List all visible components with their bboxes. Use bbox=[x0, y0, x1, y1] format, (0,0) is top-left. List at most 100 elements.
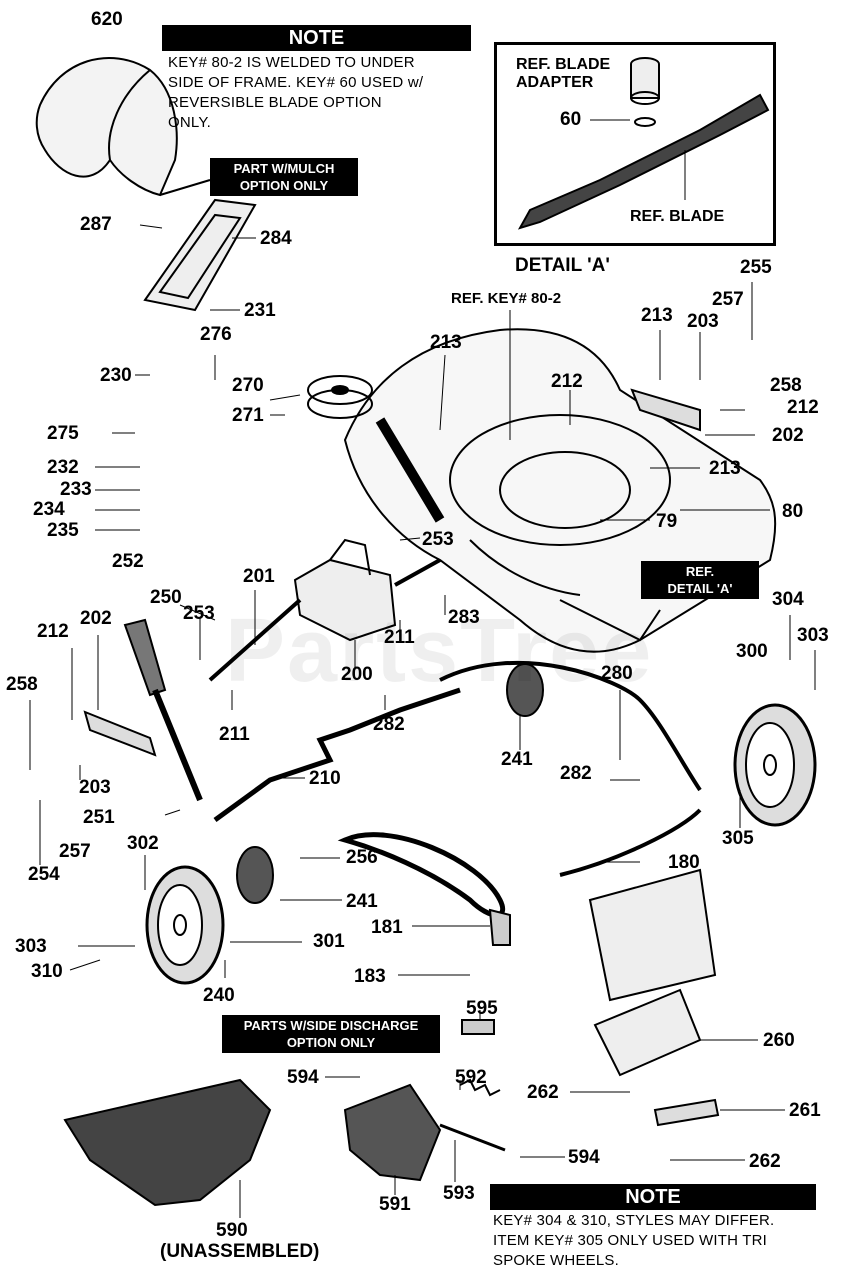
part-label-275: 275 bbox=[47, 423, 79, 444]
part-label-251: 251 bbox=[83, 807, 115, 828]
mulch-plug-drawing bbox=[35, 56, 211, 197]
part-label-270: 270 bbox=[232, 375, 264, 396]
detail-a-box bbox=[494, 42, 776, 246]
part-label-594b: 594 bbox=[568, 1147, 600, 1168]
part-label-231: 231 bbox=[244, 300, 276, 321]
part-label-235: 235 bbox=[47, 520, 79, 541]
right-bracket-drawing bbox=[630, 388, 701, 432]
part-label-260: 260 bbox=[763, 1030, 795, 1051]
part-label-254: 254 bbox=[28, 864, 60, 885]
part-label-262b: 262 bbox=[749, 1151, 781, 1172]
part-label-211a: 211 bbox=[384, 627, 415, 648]
part-label-310: 310 bbox=[31, 961, 63, 982]
chute-door-drawing bbox=[593, 988, 702, 1077]
note-top-body: KEY# 80-2 IS WELDED TO UNDER SIDE OF FRA… bbox=[168, 53, 468, 133]
part-label-213b: 213 bbox=[641, 305, 673, 326]
part-label-212c: 212 bbox=[37, 621, 69, 642]
part-label-241a: 241 bbox=[501, 749, 533, 770]
drive-cable-drawing bbox=[559, 808, 702, 877]
part-label-241b: 241 bbox=[346, 891, 378, 912]
part-label-282a: 282 bbox=[373, 714, 405, 735]
part-label-591: 591 bbox=[379, 1194, 411, 1215]
drive-axle-drawing bbox=[213, 687, 461, 823]
part-label-261: 261 bbox=[789, 1100, 821, 1121]
part-label-183: 183 bbox=[354, 966, 386, 987]
bracket-181-drawing bbox=[488, 908, 511, 946]
ref-key-label: REF. KEY# 80-2 bbox=[451, 290, 562, 307]
note-top-line: ONLY. bbox=[168, 114, 211, 131]
part-label-280: 280 bbox=[601, 663, 633, 684]
part-595-drawing bbox=[461, 1019, 495, 1035]
part-label-303b: 303 bbox=[15, 936, 47, 957]
part-label-256: 256 bbox=[346, 847, 378, 868]
detail-a-title: DETAIL 'A' bbox=[515, 255, 610, 276]
ref-detail-callout-line: REF. bbox=[685, 564, 715, 579]
leader-lines bbox=[29, 224, 816, 1218]
note-bottom-heading: NOTE bbox=[490, 1184, 816, 1210]
side-discharge-chute-drawing bbox=[63, 1078, 272, 1207]
part-label-80: 80 bbox=[782, 501, 804, 522]
part-label-212a: 212 bbox=[551, 371, 583, 392]
ref-detail-callout: REF. DETAIL 'A' bbox=[641, 561, 759, 599]
pulley-drawing bbox=[307, 375, 373, 419]
part-label-202b: 202 bbox=[80, 608, 112, 629]
part-label-234: 234 bbox=[33, 499, 65, 520]
part-label-258a: 258 bbox=[770, 375, 802, 396]
part-label-590-sub: (UNASSEMBLED) bbox=[160, 1241, 320, 1262]
part-label-201: 201 bbox=[243, 566, 275, 587]
part-label-594a: 594 bbox=[287, 1067, 319, 1088]
part-label-203a: 203 bbox=[687, 311, 719, 332]
detail-a-drawing bbox=[517, 57, 770, 230]
part-label-79: 79 bbox=[656, 511, 678, 532]
hubcap-right-drawing bbox=[506, 663, 544, 717]
side-discharge-callout: PARTS W/SIDE DISCHARGE OPTION ONLY bbox=[222, 1015, 440, 1053]
note-bottom-body: KEY# 304 & 310, STYLES MAY DIFFER. ITEM … bbox=[493, 1211, 838, 1271]
hubcap-left-drawing bbox=[236, 846, 274, 904]
part-label-255: 255 bbox=[740, 257, 772, 278]
part-label-213c: 213 bbox=[709, 458, 741, 479]
note-top-heading: NOTE bbox=[162, 25, 471, 51]
spring-drawing bbox=[459, 1078, 501, 1097]
front-wheel-drawing bbox=[145, 865, 225, 985]
part-label-202a: 202 bbox=[772, 425, 804, 446]
part-label-211b: 211 bbox=[219, 724, 250, 745]
part-label-253a: 253 bbox=[422, 529, 454, 550]
part-label-302: 302 bbox=[127, 833, 159, 854]
part-label-210: 210 bbox=[309, 768, 341, 789]
part-label-230: 230 bbox=[100, 365, 132, 386]
mulch-door-drawing bbox=[143, 198, 257, 312]
part-label-593: 593 bbox=[443, 1183, 475, 1204]
left-bracket-drawing bbox=[83, 710, 157, 757]
note-top-line: REVERSIBLE BLADE OPTION bbox=[168, 94, 382, 111]
part-label-252: 252 bbox=[112, 551, 144, 572]
control-cable-drawing bbox=[439, 660, 702, 792]
note-bottom-line: SPOKE WHEELS. bbox=[493, 1252, 619, 1269]
watermark: PartsTree bbox=[225, 601, 654, 701]
part-label-253b: 253 bbox=[183, 603, 215, 624]
note-bottom-line: KEY# 304 & 310, STYLES MAY DIFFER. bbox=[493, 1212, 775, 1229]
part-label-301: 301 bbox=[313, 931, 345, 952]
part-label-287: 287 bbox=[80, 214, 112, 235]
detail-blade-adapter-line: ADAPTER bbox=[516, 74, 594, 91]
detail-blade-label: REF. BLADE bbox=[630, 208, 725, 225]
detail-blade-adapter-line: REF. BLADE bbox=[516, 56, 611, 73]
discharge-door-drawing bbox=[343, 1083, 442, 1182]
part-label-213a: 213 bbox=[430, 332, 462, 353]
part-label-271: 271 bbox=[232, 405, 264, 426]
part-label-212b: 212 bbox=[787, 397, 819, 418]
part-label-305: 305 bbox=[722, 828, 754, 849]
part-label-233: 233 bbox=[60, 479, 92, 500]
part-label-590: 590 bbox=[216, 1220, 248, 1241]
side-discharge-cover-drawing bbox=[588, 868, 717, 1002]
ref-detail-callout-line: DETAIL 'A' bbox=[667, 581, 733, 596]
part-label-276: 276 bbox=[200, 324, 232, 345]
part-label-592: 592 bbox=[455, 1067, 487, 1088]
part-label-262a: 262 bbox=[527, 1082, 559, 1103]
note-top-line: KEY# 80-2 IS WELDED TO UNDER bbox=[168, 54, 415, 71]
part-label-181: 181 bbox=[371, 917, 403, 938]
part-label-232: 232 bbox=[47, 457, 79, 478]
part-label-303a: 303 bbox=[797, 625, 829, 646]
rear-wheel-drawing bbox=[733, 703, 817, 827]
part-label-257b: 257 bbox=[59, 841, 91, 862]
part-label-203b: 203 bbox=[79, 777, 111, 798]
